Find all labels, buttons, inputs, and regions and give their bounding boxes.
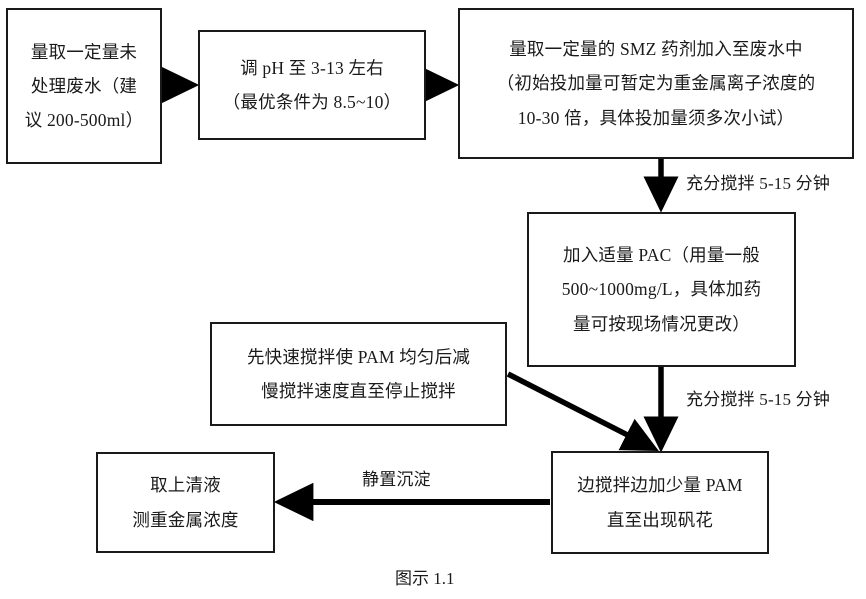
node-line: 直至出现矾花	[606, 509, 714, 530]
edge-label-settle: 静置沉淀	[362, 470, 431, 489]
node-adjust-ph[interactable]: 调 pH 至 3-13 左右 （最优条件为 8.5~10）	[198, 30, 426, 140]
node-add-smz[interactable]: 量取一定量的 SMZ 药剂加入至废水中 （初始投加量可暂定为重金属离子浓度的 1…	[458, 8, 854, 159]
figure-caption: 图示 1.1	[395, 569, 455, 588]
node-line: （最优条件为 8.5~10）	[222, 92, 402, 112]
node-line: 取上清液	[150, 475, 221, 496]
node-line: 调 pH 至 3-13 左右	[240, 57, 384, 78]
node-line: （初始投加量可暂定为重金属离子浓度的	[496, 73, 816, 94]
node-line: 议 200-500ml）	[24, 110, 144, 131]
node-add-pam[interactable]: 边搅拌边加少量 PAM 直至出现矾花	[551, 451, 769, 554]
node-add-pac[interactable]: 加入适量 PAC（用量一般 500~1000mg/L，具体加药 量可按现场情况更…	[527, 212, 796, 367]
node-stir-note-pam[interactable]: 先快速搅拌使 PAM 均匀后减 慢搅拌速度直至停止搅拌	[210, 322, 507, 426]
node-line: 处理废水（建	[30, 75, 138, 96]
edge-label-stir-upper: 充分搅拌 5-15 分钟	[686, 174, 831, 193]
node-line: 量取一定量未	[30, 41, 138, 62]
node-line: 500~1000mg/L，具体加药	[561, 279, 762, 300]
node-line: 慢搅拌速度直至停止搅拌	[261, 381, 456, 401]
node-line: 量可按现场情况更改）	[573, 313, 750, 334]
node-sample-wastewater[interactable]: 量取一定量未 处理废水（建 议 200-500ml）	[6, 8, 162, 164]
node-line: 测重金属浓度	[132, 509, 239, 530]
node-line: 量取一定量的 SMZ 药剂加入至废水中	[509, 39, 803, 60]
node-line: 边搅拌边加少量 PAM	[577, 475, 743, 496]
node-line: 加入适量 PAC（用量一般	[563, 245, 760, 266]
edge-stirnote-to-pam	[506, 371, 659, 452]
edge-label-stir-lower: 充分搅拌 5-15 分钟	[686, 390, 831, 409]
node-line: 先快速搅拌使 PAM 均匀后减	[246, 346, 471, 367]
node-measure-supernatant[interactable]: 取上清液 测重金属浓度	[96, 452, 275, 553]
node-line: 10-30 倍，具体投加量须多次小试）	[517, 107, 795, 128]
